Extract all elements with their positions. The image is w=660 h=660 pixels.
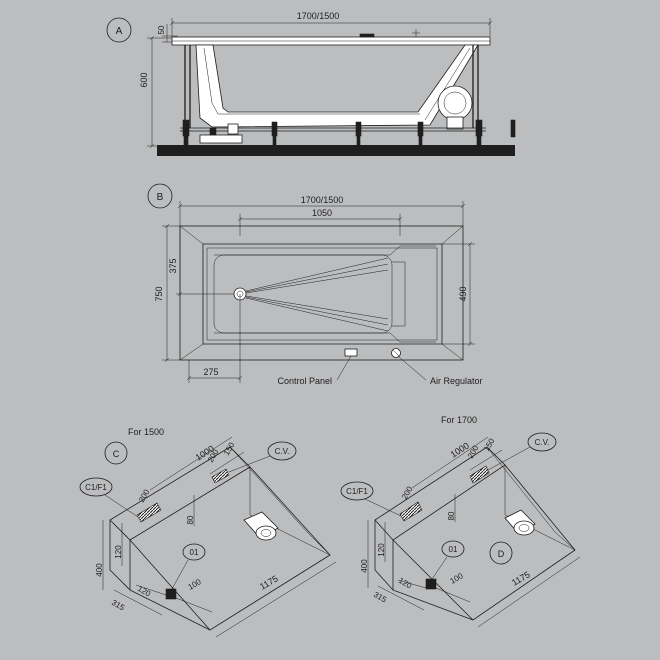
- tag-c1f1-d-bubble: [340, 481, 374, 501]
- view-c-caption: For 1500: [128, 427, 164, 437]
- view-c-iso-1500: For 1500 C 1000 200 150 200: [79, 427, 337, 638]
- dim-d-315: 315: [372, 590, 389, 605]
- tag-01-d-bubble: [441, 540, 465, 558]
- dim-d-120a: 120: [377, 543, 386, 557]
- dim-d-150: 150: [482, 436, 497, 453]
- dim-b-375-text: 375: [168, 258, 178, 273]
- dim-b-length-text: 1700/1500: [301, 195, 344, 205]
- dim-b-275: 275: [186, 294, 243, 383]
- box-outline-c: [109, 446, 331, 631]
- tag-cv-c: C.V.: [275, 447, 290, 456]
- dim-d-200b: 200: [400, 484, 415, 501]
- view-d-iso-1700: For 1700 D 1000 200 150 200 80 120: [340, 415, 581, 628]
- tag-01-c: 01: [190, 548, 199, 557]
- basin-floor: [213, 254, 393, 334]
- tag-c1f1-d: C1/F1: [346, 487, 368, 496]
- pump-c: [243, 511, 279, 541]
- pump-d: [504, 509, 536, 536]
- dim-b-490: 490: [442, 241, 475, 347]
- tag-c1f1-c: C1/F1: [85, 483, 107, 492]
- backrest-lines: [245, 257, 389, 332]
- dim-c-1175: 1175: [258, 573, 280, 591]
- dim-c-315: 315: [110, 598, 127, 613]
- rim-fitting: [359, 33, 375, 38]
- dim-d-100: 100: [449, 571, 466, 586]
- tag-01-d: 01: [449, 545, 458, 554]
- dim-b-275-text: 275: [203, 367, 218, 377]
- dim-b-1050: 1050: [237, 208, 403, 236]
- dim-a-length: 1700/1500: [169, 11, 493, 36]
- dim-a-height: 600: [139, 35, 172, 149]
- dim-a-length-text: 1700/1500: [297, 11, 340, 21]
- air-regulator-label: Air Regulator: [430, 376, 483, 386]
- view-a-label: A: [116, 26, 123, 37]
- dim-b-1050-text: 1050: [312, 208, 332, 218]
- hatch-cv-c: [211, 468, 230, 484]
- hatch-c1f1-c: [136, 502, 162, 523]
- tub-outline: [179, 225, 464, 361]
- dim-b-750-text: 750: [154, 286, 164, 301]
- dim-b-375: 375: [168, 226, 240, 297]
- tag-cv-d-bubble: [527, 432, 557, 452]
- dim-c-200b: 200: [137, 487, 152, 504]
- view-a-side-elevation: A 1700/1500 50 600: [106, 11, 516, 156]
- hatch-01-d: [425, 578, 437, 590]
- dim-c-80: 80: [186, 515, 195, 524]
- control-panel-label: Control Panel: [277, 376, 332, 386]
- hatch-c1f1-d: [399, 501, 423, 522]
- dim-b-490-text: 490: [458, 286, 468, 301]
- dim-d-400: 400: [360, 559, 369, 573]
- dim-c-150: 150: [222, 440, 237, 457]
- view-d-label: D: [498, 549, 505, 559]
- dim-d-120b: 120: [397, 576, 414, 591]
- floor-slab: [157, 145, 515, 156]
- view-b-marker: [147, 183, 173, 209]
- control-panel-icon: [344, 348, 358, 357]
- view-d-caption: For 1700: [441, 415, 477, 425]
- hatch-cv-d: [469, 465, 490, 484]
- view-b-label: B: [157, 192, 164, 203]
- tag-cv-c-bubble: [267, 441, 297, 461]
- rim-marker: [412, 29, 420, 37]
- dim-b-length: 1700/1500: [177, 195, 466, 226]
- dim-d-80: 80: [447, 511, 456, 520]
- view-b-plan: B 1700/1500 1050 750: [147, 183, 483, 386]
- dim-c-120a: 120: [114, 545, 123, 559]
- dim-a-height-text: 600: [139, 72, 149, 87]
- dim-a-rim-text: 50: [157, 25, 166, 34]
- dim-c-100: 100: [187, 577, 204, 592]
- tub-shell: [195, 44, 479, 128]
- view-c-marker: [104, 441, 128, 465]
- dim-c-120b: 120: [136, 584, 153, 599]
- tag-01-c-bubble: [182, 543, 206, 561]
- leveling-feet: [182, 119, 516, 146]
- dim-a-rim: 50: [157, 24, 178, 43]
- tag-c1f1-c-bubble: [79, 477, 113, 497]
- hatch-01-c: [165, 588, 177, 600]
- dim-b-750: 750: [154, 223, 180, 363]
- view-c-label: C: [113, 449, 120, 459]
- dim-d-1175: 1175: [510, 569, 532, 587]
- air-regulator-icon: [391, 348, 401, 358]
- drain-trap: [199, 123, 243, 144]
- view-a-marker: [106, 17, 132, 43]
- pump-motor: [437, 85, 473, 130]
- tag-cv-d: C.V.: [535, 438, 550, 447]
- dim-c-400: 400: [95, 563, 104, 577]
- view-d-marker: [489, 541, 513, 565]
